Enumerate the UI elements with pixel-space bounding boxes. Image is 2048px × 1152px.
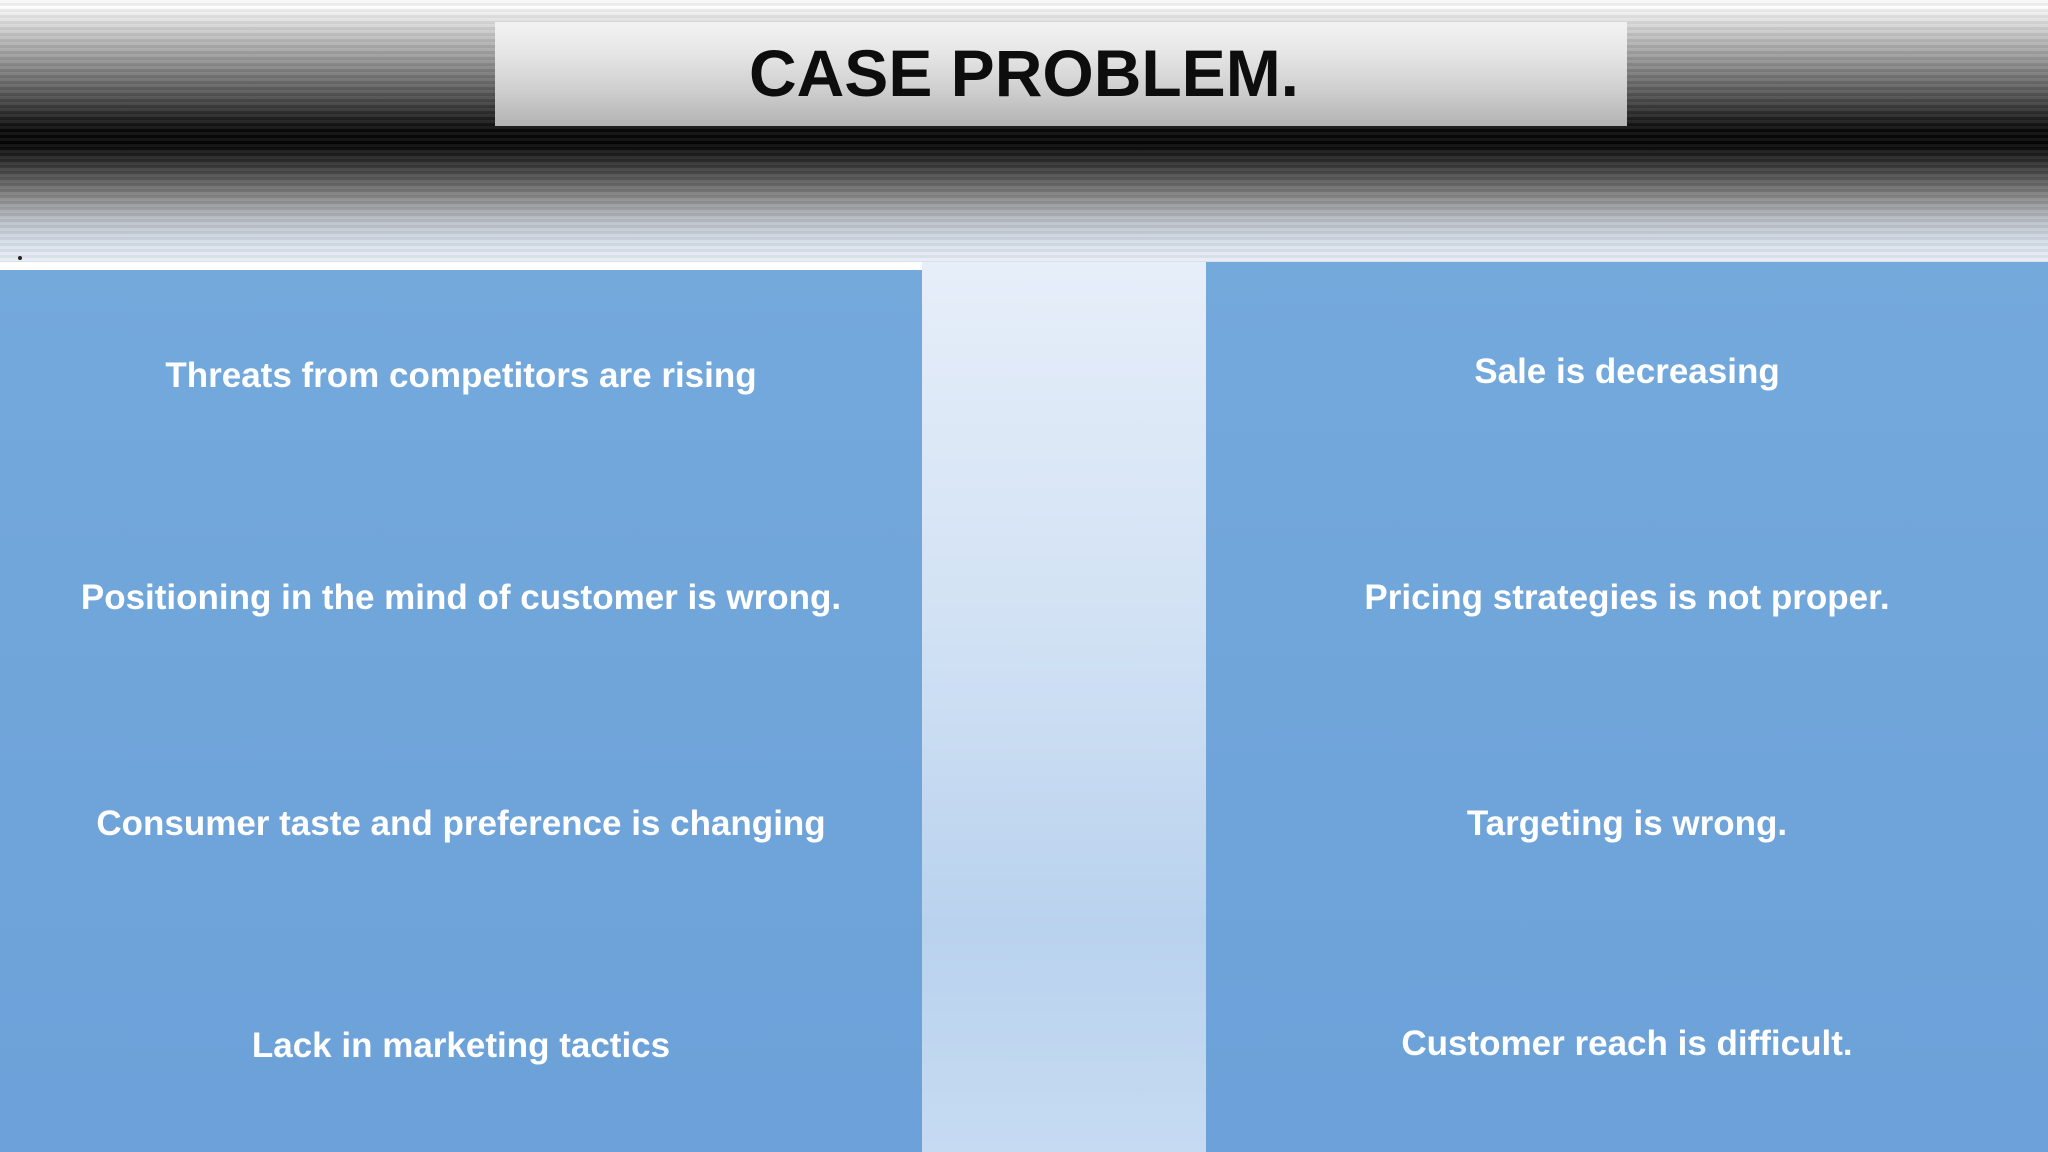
title-panel [495,22,1627,126]
left-problem-panel: Threats from competitors are rising Posi… [0,270,922,1152]
right-point-4: Customer reach is difficult. [1401,1024,1853,1063]
left-point-3: Consumer taste and preference is changin… [96,804,826,843]
right-point-3: Targeting is wrong. [1466,804,1788,843]
center-divider-column [922,262,1206,1152]
left-point-1: Threats from competitors are rising [165,356,757,395]
bullet-dot [18,256,22,260]
right-point-2: Pricing strategies is not proper. [1364,578,1890,617]
slide-title: CASE PROBLEM. [748,36,1300,110]
left-point-4: Lack in marketing tactics [251,1026,671,1065]
right-point-1: Sale is decreasing [1474,352,1780,391]
right-problem-panel: Sale is decreasing Pricing strategies is… [1206,262,2048,1152]
left-point-2: Positioning in the mind of customer is w… [80,578,842,617]
